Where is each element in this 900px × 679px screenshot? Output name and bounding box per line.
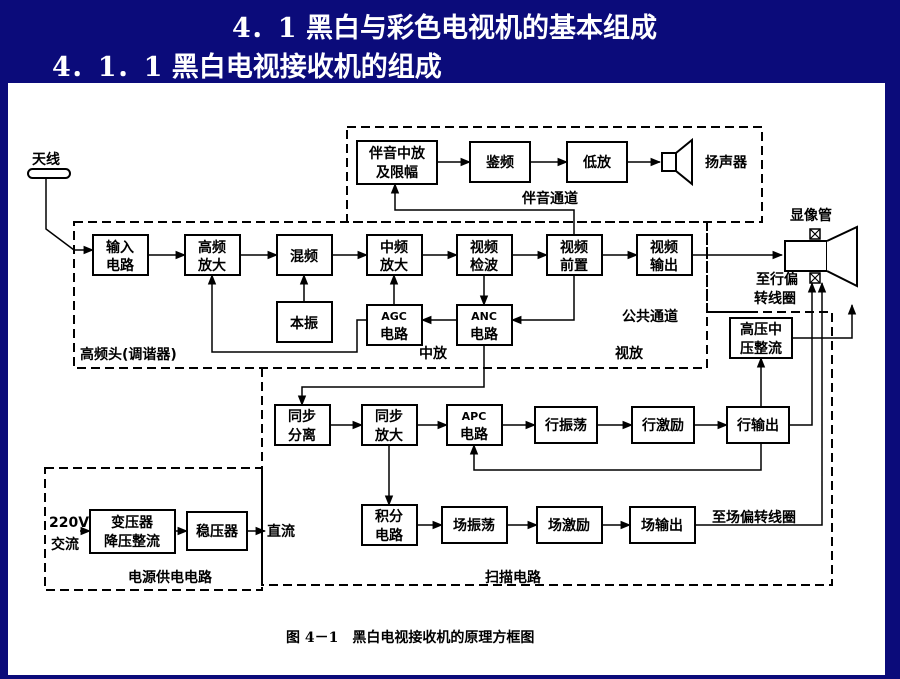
- crt-divider: [706, 222, 752, 313]
- svg-text:APC: APC: [462, 410, 487, 423]
- page-title: 4．1 黑白与彩色电视机的基本组成: [232, 13, 657, 44]
- svg-text:电路: 电路: [470, 326, 499, 343]
- v-driver-block: [536, 506, 603, 544]
- svg-text:分离: 分离: [288, 427, 316, 444]
- svg-text:伴音中放: 伴音中放: [368, 145, 426, 162]
- svg-text:输出: 输出: [650, 257, 678, 274]
- tuner-label: 高频头(调谐器): [80, 346, 177, 363]
- ac-input-label-2: 交流: [51, 536, 79, 553]
- diagram-panel: 天线 输入 电路 高频 放大 混频 本振 中频 放大 视频 检波 视频 前置 视…: [8, 83, 885, 675]
- v-output-block: [629, 506, 696, 544]
- svg-text:输入: 输入: [106, 239, 134, 256]
- svg-text:高频: 高频: [198, 239, 226, 256]
- svg-text:行输出: 行输出: [736, 417, 779, 434]
- speaker-icon: [661, 137, 693, 187]
- ac-input-label-1: 220V: [49, 515, 89, 531]
- svg-text:视频: 视频: [650, 239, 678, 256]
- antenna-label: 天线: [32, 151, 60, 168]
- svg-text:及限幅: 及限幅: [376, 164, 418, 181]
- common-channel-outline: [261, 311, 833, 586]
- sound-if-amp-block: [356, 140, 438, 185]
- scan-circuit-label: 扫描电路: [485, 569, 542, 586]
- svg-text:电路: 电路: [106, 257, 135, 274]
- sync-separator-block: [274, 404, 331, 446]
- transformer-block: [89, 509, 176, 554]
- hv-rectifier-block: [729, 317, 793, 359]
- audio-amp-block: [566, 141, 628, 183]
- common-channel-label: 公共通道: [622, 308, 678, 325]
- svg-text:高压中: 高压中: [740, 321, 782, 338]
- svg-text:检波: 检波: [470, 257, 499, 274]
- svg-text:电路: 电路: [460, 426, 489, 443]
- svg-text:前置: 前置: [560, 257, 588, 274]
- svg-text:中频: 中频: [380, 239, 408, 256]
- crt-icon: [784, 225, 858, 288]
- svg-text:放大: 放大: [197, 257, 226, 274]
- speaker-label: 扬声器: [705, 154, 748, 171]
- svg-text:场激励: 场激励: [548, 517, 590, 534]
- svg-text:场振荡: 场振荡: [453, 517, 495, 534]
- svg-text:行振荡: 行振荡: [544, 417, 587, 434]
- svg-text:压整流: 压整流: [740, 340, 782, 357]
- svg-text:电路: 电路: [380, 326, 409, 343]
- svg-text:ANC: ANC: [471, 310, 497, 323]
- svg-text:稳压器: 稳压器: [196, 523, 239, 540]
- h-yoke-label-1: 至行偏: [756, 271, 798, 288]
- if-section-label: 中放: [419, 345, 448, 362]
- video-section-label: 视放: [615, 345, 644, 362]
- integrator-block: [361, 504, 418, 546]
- h-output-block: [726, 406, 790, 444]
- antenna-icon: [27, 168, 71, 179]
- sound-channel-outline: [346, 126, 763, 223]
- video-detector-block: [456, 234, 513, 276]
- agc-circuit-block: [366, 304, 423, 346]
- svg-text:AGC: AGC: [381, 310, 407, 323]
- svg-text:积分: 积分: [375, 508, 403, 525]
- sync-amp-block: [361, 404, 418, 446]
- v-yoke-label: 至场偏转线圈: [712, 509, 796, 526]
- svg-text:本振: 本振: [290, 315, 318, 332]
- crt-label: 显像管: [790, 207, 832, 224]
- svg-text:降压整流: 降压整流: [104, 533, 160, 550]
- svg-text:视频: 视频: [560, 239, 588, 256]
- dc-label: 直流: [267, 523, 295, 540]
- svg-text:行激励: 行激励: [641, 417, 684, 434]
- page-subtitle: 4．1．1 黑白电视接收机的组成: [52, 52, 442, 83]
- svg-text:混频: 混频: [290, 248, 318, 265]
- power-supply-outline: [44, 467, 263, 591]
- svg-text:低放: 低放: [582, 154, 612, 171]
- sound-channel-label: 伴音通道: [521, 190, 578, 207]
- svg-text:场输出: 场输出: [641, 517, 683, 534]
- svg-text:同步: 同步: [375, 408, 403, 425]
- block-diagram: 天线 输入 电路 高频 放大 混频 本振 中频 放大 视频 检波 视频 前置 视…: [27, 126, 858, 646]
- svg-text:放大: 放大: [379, 257, 408, 274]
- tuner-outline: [73, 221, 708, 369]
- h-yoke-label-2: 转线圈: [754, 290, 796, 307]
- svg-text:放大: 放大: [374, 427, 403, 444]
- fm-discriminator-block: [469, 141, 531, 183]
- svg-text:变压器: 变压器: [111, 514, 154, 531]
- svg-text:同步: 同步: [288, 408, 316, 425]
- mixer-block: [276, 234, 333, 276]
- figure-caption: 图 4－1 黑白电视接收机的原理方框图: [286, 629, 534, 646]
- svg-text:鉴频: 鉴频: [485, 154, 514, 171]
- input-circuit-block: [92, 234, 149, 276]
- svg-text:电路: 电路: [375, 527, 404, 544]
- svg-text:视频: 视频: [470, 239, 498, 256]
- power-supply-label: 电源供电电路: [128, 569, 213, 586]
